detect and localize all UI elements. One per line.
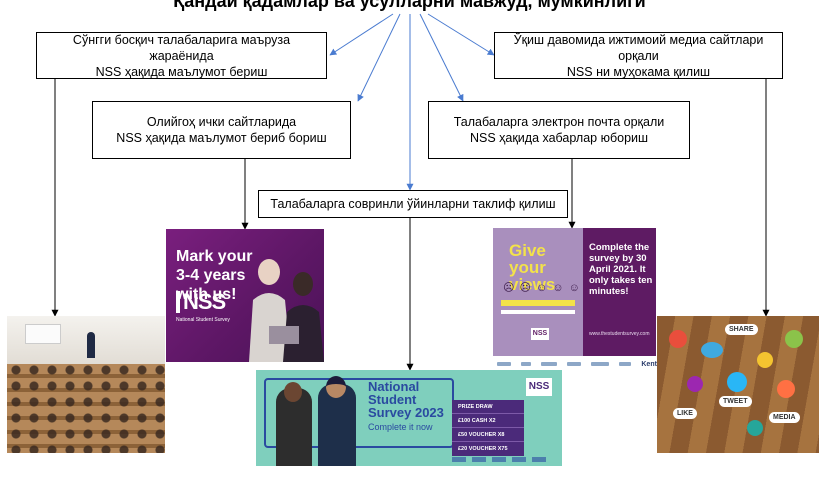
poster-nss-2023: National Student Survey 2023 Complete it… [256,370,562,466]
media-tag: MEDIA [769,412,800,423]
students-audience [7,362,165,453]
lecture-hall-photo [7,316,165,453]
step-email: Талабаларга электрон почта орқали NSS ҳа… [428,101,690,159]
social-icon [747,420,763,436]
step-internal-sites: Олийгоҳ ички сайтларида NSS ҳақида маълу… [92,101,351,159]
social-icon [777,380,795,398]
poster-headline: National Student Survey 2023 [368,379,444,420]
lecturer-figure [87,332,95,358]
share-tag: SHARE [725,324,758,335]
arrow-to-box1 [329,13,394,56]
step-text-line: Талабаларга электрон почта орқали [453,115,665,129]
poster-mark-your-years: Mark your 3-4 years with us! NSS Nationa… [166,229,324,362]
tweet-tag: TWEET [719,396,752,407]
social-icon [727,372,747,392]
arrow-to-box3 [357,13,401,102]
step-text-line: NSS ҳақида хабарлар юбориш [469,131,649,145]
poster-url: www.thestudentsurvey.com [589,331,650,337]
step-text-line: Талабаларга совринли ўйинларни таклиф қи… [270,197,556,211]
nss-logo: NSS [526,378,552,396]
step-lecture-info: Сўнгги босқич талабаларига маъруза жараё… [36,32,327,79]
arrow-to-box2 [427,13,495,56]
students-illustration [249,259,324,362]
nss-logo: NSS [176,291,226,313]
prize-row: £50 VOUCHER X8 [452,428,524,442]
social-icon [687,376,703,392]
prize-row: £100 CASH X2 [452,414,524,428]
step-text-line: Олийгоҳ ички сайтларида [146,115,297,129]
cloud-icon [701,342,723,358]
social-icon [669,330,687,348]
kent-logo: Kent [641,360,657,368]
step-text-line: NSS ни муҳокама қилиш [566,64,711,79]
projector-screen [25,324,61,344]
rating-faces: ☹ ☹ ☺ ☺ ☺ [503,282,581,294]
poster-headline: Mark your 3-4 years with us! [176,248,253,303]
prize-row: PRIZE DRAW [452,400,524,414]
step-text-line: Ўқиш давомида ижтимоий медиа сайтлари ор… [513,32,764,63]
nss-logo: NSS [531,328,549,340]
poster-give-your-views: Give your views ☹ ☹ ☺ ☺ ☺ NSS Complete t… [493,228,656,356]
page-title: Қандай қадамлар ва усулларни мавжуд, мум… [173,0,646,11]
step-text-line: NSS ҳақида маълумот бериб бориш [116,131,327,145]
prize-row: £20 VOUCHER X75 [458,446,508,452]
partner-logos [452,457,552,462]
poster-complete-text: Complete the survey by 30 April 2021. It… [589,242,653,297]
step-text-line: Сўнгги босқич талабаларига маъруза жараё… [72,32,291,63]
step-prize-games: Талабаларга совринли ўйинларни таклиф қи… [258,190,568,218]
step-text-line: NSS ҳақида маълумот бериш [95,64,268,79]
prize-draw-table: PRIZE DRAW £100 CASH X2 £50 VOUCHER X8 £… [452,400,524,456]
social-icon [785,330,803,348]
poster-headline: Give your views [509,241,556,294]
social-media-photo: SHARE LIKE TWEET MEDIA [657,316,819,453]
nss-logo-subtitle: National Student Survey [176,317,230,323]
like-tag: LIKE [673,408,697,419]
poster-subline: Complete it now [368,422,433,432]
step-social-media: Ўқиш давомида ижтимоий медиа сайтлари ор… [494,32,783,79]
arrow-to-box4 [419,13,464,102]
social-icon [757,352,773,368]
partner-logos: Kent [497,358,657,370]
